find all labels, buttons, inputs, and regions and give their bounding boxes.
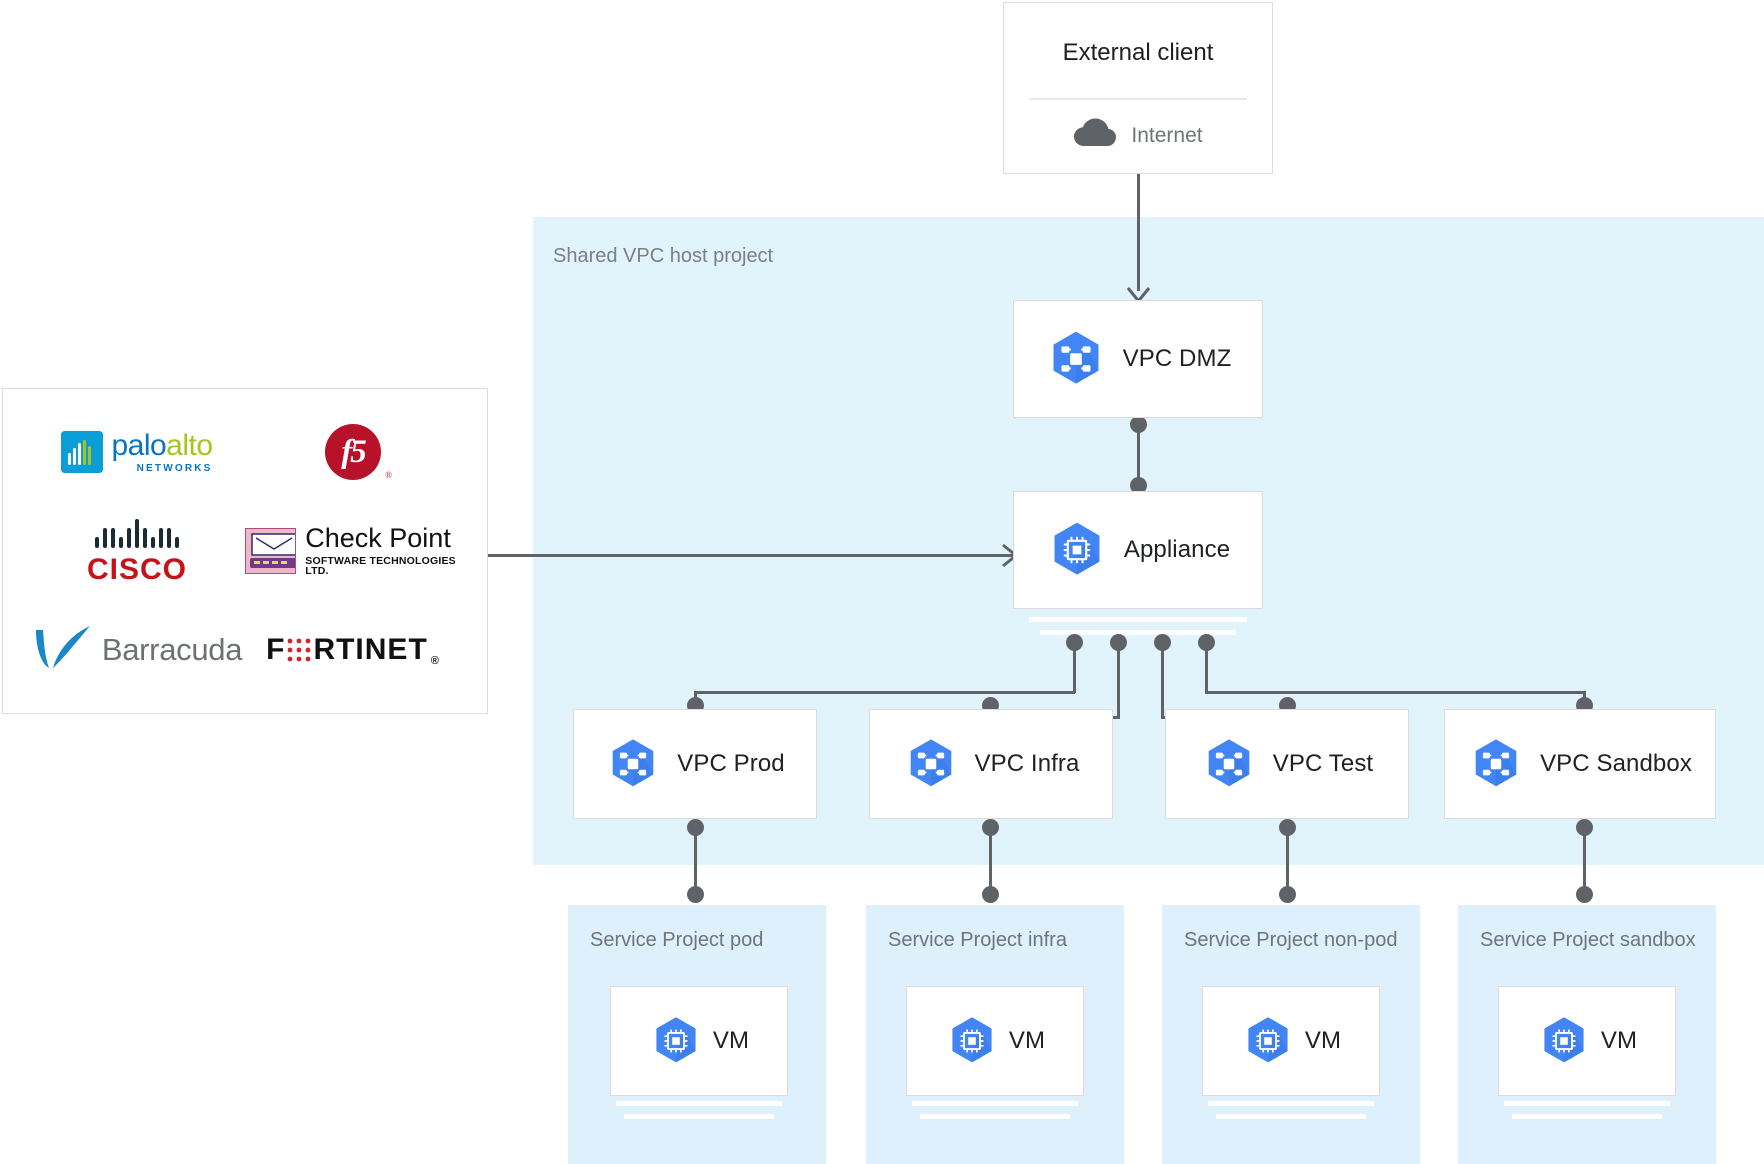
cloud-icon <box>1073 118 1117 153</box>
vendor-logo-palo-alto-networks: paloalto NETWORKS <box>29 403 245 502</box>
vpc-network-icon <box>605 736 661 792</box>
connector-vpc-to-service <box>989 827 992 892</box>
fortinet-registered-mark: ® <box>430 654 440 667</box>
vpc-sandbox-card[interactable]: VPC Sandbox <box>1444 709 1716 819</box>
vm-card-infra[interactable]: VM <box>906 986 1084 1096</box>
connector-segment <box>1073 642 1076 693</box>
check-point-mark-icon <box>245 527 297 574</box>
vpc-dmz-card[interactable]: VPC DMZ <box>1013 300 1263 418</box>
vpc-prod-card[interactable]: VPC Prod <box>573 709 817 819</box>
palo-alto-word-1: palo <box>111 428 167 462</box>
stacked-card-line <box>624 1114 774 1119</box>
divider <box>1029 98 1247 100</box>
check-point-subtitle: SOFTWARE TECHNOLOGIES LTD. <box>305 554 456 578</box>
barracuda-wordmark: Barracuda <box>101 631 243 667</box>
connector-vpc-to-service <box>1583 827 1586 892</box>
cisco-wordmark: CISCO <box>86 553 187 587</box>
f5-registered-mark: ® <box>385 470 392 481</box>
appliance-card[interactable]: Appliance <box>1013 491 1263 609</box>
service-project-label: Service Project pod <box>590 929 764 951</box>
vm-label: VM <box>1008 1027 1046 1054</box>
vpc-dmz-label: VPC DMZ <box>1122 345 1232 372</box>
service-project-label: Service Project infra <box>888 929 1067 951</box>
stacked-card-line <box>920 1114 1070 1119</box>
vendor-logo-grid: paloalto NETWORKS f5 ® <box>3 389 487 713</box>
external-client-card[interactable]: External client Internet <box>1003 2 1273 174</box>
stacked-card-line <box>1216 1114 1366 1119</box>
vendor-logo-f5: f5 ® <box>245 403 461 502</box>
appliance-chip-icon <box>1046 519 1108 581</box>
vpc-network-icon <box>1045 328 1107 390</box>
connector-segment <box>1117 642 1120 719</box>
connector-vpc-to-service <box>1286 827 1289 892</box>
vm-card-non-pod[interactable]: VM <box>1202 986 1380 1096</box>
connector-vendors-to-appliance <box>488 554 1013 557</box>
connector-dot <box>1576 886 1593 903</box>
stacked-card-line <box>1504 1101 1670 1106</box>
vendor-logo-fortinet: F RTINET ® <box>245 600 461 699</box>
vpc-sandbox-label: VPC Sandbox <box>1540 750 1692 777</box>
vpc-network-icon <box>1468 736 1524 792</box>
vm-card-sandbox[interactable]: VM <box>1498 986 1676 1096</box>
vm-label: VM <box>1304 1027 1342 1054</box>
stacked-card-line <box>1208 1101 1374 1106</box>
palo-alto-word-2: alto <box>166 428 213 462</box>
compute-engine-icon <box>649 1014 703 1068</box>
palo-alto-mark-icon <box>61 431 104 474</box>
vendor-logo-cisco: CISCO <box>29 502 245 601</box>
appliance-label: Appliance <box>1123 536 1231 563</box>
connector-vpc-to-service <box>694 827 697 892</box>
connector-segment <box>1161 642 1164 719</box>
stacked-card-line <box>1029 617 1247 622</box>
shared-vpc-host-project-label: Shared VPC host project <box>553 245 774 267</box>
connector-segment <box>1205 691 1586 694</box>
vpc-network-icon <box>903 736 959 792</box>
vpc-test-card[interactable]: VPC Test <box>1165 709 1409 819</box>
vpc-network-icon <box>1201 736 1257 792</box>
vm-label: VM <box>1600 1027 1638 1054</box>
fortinet-letter-f: F <box>266 632 286 666</box>
connector-segment <box>1205 642 1208 693</box>
fortinet-wordmark-rest: RTINET <box>313 632 428 666</box>
f5-wordmark: f5 <box>341 433 366 470</box>
palo-alto-subtitle: NETWORKS <box>136 462 213 474</box>
connector-dmz-to-appliance <box>1137 424 1140 484</box>
vm-card-pod[interactable]: VM <box>610 986 788 1096</box>
vendor-logo-check-point: Check Point SOFTWARE TECHNOLOGIES LTD. <box>245 502 461 601</box>
stacked-card-line <box>616 1101 782 1106</box>
internet-row: Internet <box>1004 118 1272 153</box>
vm-label: VM <box>712 1027 750 1054</box>
vpc-infra-label: VPC Infra <box>974 750 1080 777</box>
stacked-card-line <box>912 1101 1078 1106</box>
connector-dot <box>687 886 704 903</box>
stacked-card-line <box>1040 630 1236 635</box>
compute-engine-icon <box>1537 1014 1591 1068</box>
vpc-infra-card[interactable]: VPC Infra <box>869 709 1113 819</box>
fortinet-dot-grid-icon <box>286 637 312 663</box>
compute-engine-icon <box>1241 1014 1295 1068</box>
connector-dot <box>982 886 999 903</box>
barracuda-fin-icon <box>32 624 94 675</box>
service-project-label: Service Project sandbox <box>1480 929 1696 951</box>
appliance-vendor-panel: paloalto NETWORKS f5 ® <box>2 388 488 714</box>
vendor-logo-barracuda: Barracuda <box>29 600 245 699</box>
stacked-card-line <box>1512 1114 1662 1119</box>
f5-mark-icon: f5 ® <box>325 424 392 481</box>
cisco-bridge-icon <box>94 514 179 549</box>
vpc-test-label: VPC Test <box>1272 750 1374 777</box>
internet-label: Internet <box>1131 123 1203 147</box>
connector-dot <box>1130 477 1147 494</box>
connector-external-to-dmz <box>1137 174 1140 291</box>
service-project-label: Service Project non-pod <box>1184 929 1398 951</box>
check-point-wordmark: Check Point <box>305 522 451 553</box>
compute-engine-icon <box>945 1014 999 1068</box>
connector-segment <box>694 691 1075 694</box>
vpc-prod-label: VPC Prod <box>677 750 785 777</box>
external-client-title: External client <box>1062 39 1214 66</box>
connector-dot <box>1279 886 1296 903</box>
